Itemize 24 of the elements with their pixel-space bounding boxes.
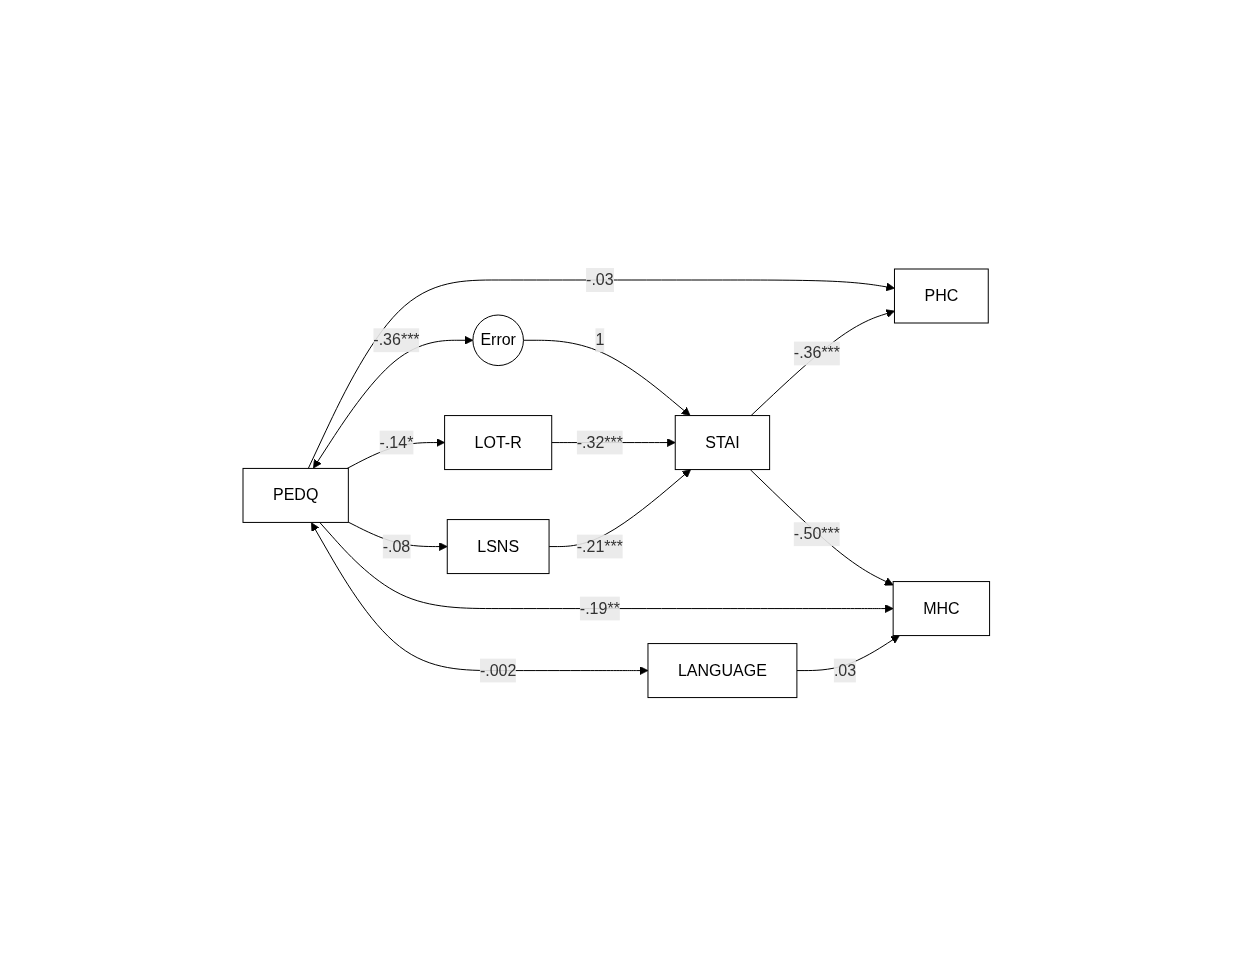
edge-label: .03 <box>834 661 857 679</box>
node-box: LOT-R <box>444 415 553 471</box>
arrow <box>523 340 691 417</box>
node-box: PHC <box>894 268 989 324</box>
arrow <box>749 469 894 586</box>
arrow <box>750 309 896 417</box>
edge-label: -.36*** <box>373 331 420 349</box>
edge-label: -.50*** <box>793 525 841 543</box>
edge-label: -.14* <box>379 433 414 451</box>
edge-label: -.32*** <box>576 433 624 451</box>
edge-label: 1 <box>595 331 605 349</box>
node-box: MHC <box>892 581 991 637</box>
edge-label: -.36*** <box>794 344 841 362</box>
node-box: LSNS <box>446 519 550 575</box>
edge-label: -.002 <box>480 661 517 679</box>
node-box: PEDQ <box>242 468 350 524</box>
edge-label: -.03 <box>586 271 614 289</box>
node-box: LANGUAGE <box>647 643 798 699</box>
node-box: STAI <box>674 415 771 471</box>
edge-label: -.21*** <box>576 537 624 555</box>
edge-label: -.08 <box>382 537 411 555</box>
arrow <box>796 635 900 672</box>
edge-label: -.19** <box>580 599 621 617</box>
node-circle: Error <box>472 314 525 367</box>
